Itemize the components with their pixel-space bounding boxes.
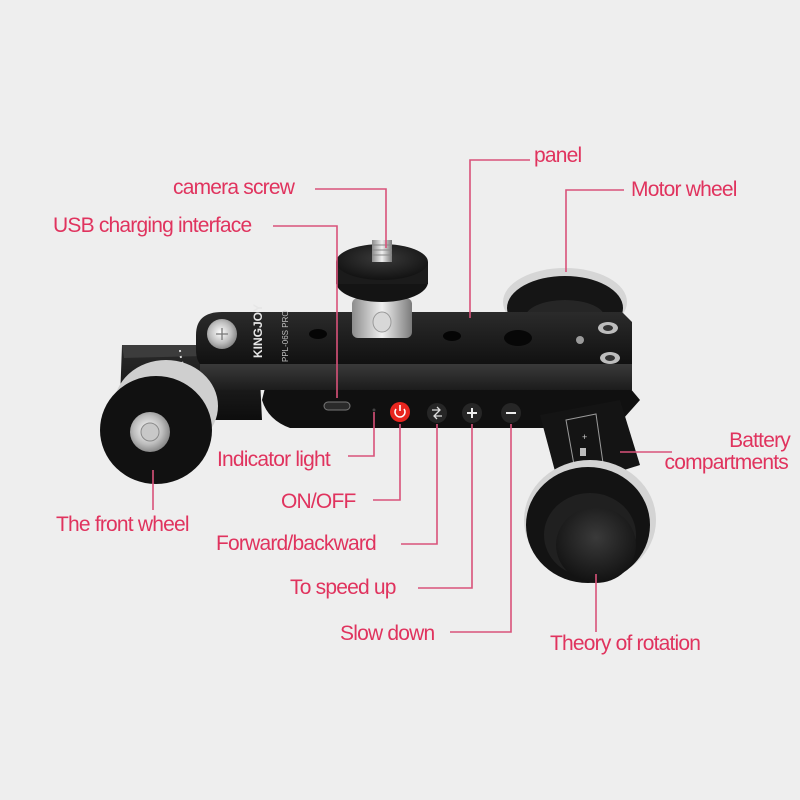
front-wheel [100, 360, 218, 484]
power-icon [394, 408, 406, 418]
rotation-wheel [524, 460, 656, 583]
leader-panel [469, 159, 530, 318]
swap-arrows-icon [432, 406, 442, 420]
leader-speed-up [418, 424, 473, 589]
leader-usb [273, 225, 338, 398]
leader-camera-screw [315, 188, 387, 248]
speed-up-button [462, 403, 482, 423]
svg-text:+: + [582, 432, 587, 442]
camera-screw [336, 240, 428, 338]
label-usb-charging: USB charging interface [53, 214, 252, 237]
slow-down-button [501, 403, 521, 423]
label-indicator-light: Indicator light [217, 448, 331, 471]
label-on-off: ON/OFF [281, 490, 356, 513]
leader-motor-wheel [565, 189, 624, 272]
plus-icon [467, 408, 477, 418]
leader-on-off [373, 424, 401, 501]
leader-forward [401, 424, 438, 545]
usb-port [323, 401, 351, 411]
label-front-wheel: The front wheel [56, 513, 190, 536]
direction-button [427, 403, 447, 423]
indicator-light [372, 408, 376, 412]
label-panel: panel [534, 144, 582, 167]
leader-indicator [348, 412, 375, 457]
leader-lines [152, 159, 672, 633]
label-forward-backward: Forward/backward [216, 532, 377, 555]
label-battery-compartments: Battery compartments [652, 429, 791, 474]
model-label: PPL-06S PRO [281, 310, 290, 362]
label-battery-line2: compartments [664, 451, 789, 474]
label-theory-of-rotation: Theory of rotation [550, 632, 701, 655]
label-camera-screw: camera screw [173, 176, 295, 199]
label-battery-line1: Battery [729, 429, 791, 452]
brand-logo: KINGJOY [251, 304, 265, 358]
label-motor-wheel: Motor wheel [631, 178, 737, 201]
leader-slow-down [450, 424, 512, 633]
panel-plate: KINGJOY PPL-06S PRO [179, 304, 632, 390]
label-slow-down: Slow down [340, 622, 435, 645]
power-button [390, 402, 410, 422]
label-speed-up: To speed up [290, 576, 396, 599]
